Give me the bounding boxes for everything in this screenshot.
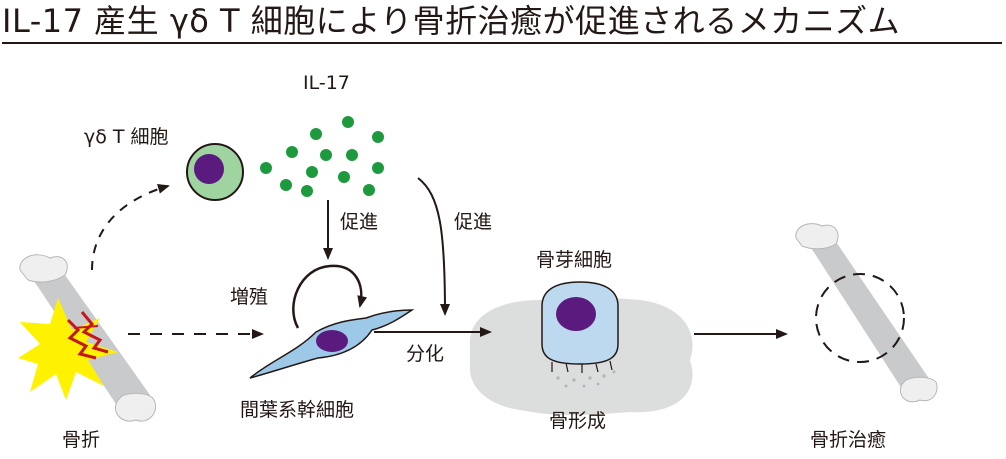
fracture-label: 骨折	[62, 429, 101, 451]
promote-label-right: 促進	[454, 211, 493, 233]
promote-label-left: 促進	[340, 211, 379, 233]
fracture-healing-label: 骨折治癒	[810, 429, 887, 451]
il17-dots	[260, 116, 384, 197]
diagram-title: IL-17 産生 γδ T 細胞により骨折治癒が促進されるメカニズム	[2, 2, 901, 40]
gd-t-cell-label: γδ T 細胞	[84, 126, 169, 148]
osteoblast-cell	[541, 281, 619, 388]
proliferation-label: 増殖	[230, 286, 269, 308]
differentiation-label: 分化	[406, 343, 445, 365]
proliferation-loop-arrow	[292, 264, 368, 329]
fracture-crack-mark	[66, 311, 109, 360]
osteoblast-label: 骨芽細胞	[536, 249, 613, 271]
title-underline	[2, 42, 1002, 44]
healed-bone	[795, 223, 938, 403]
gd-t-cell	[186, 143, 244, 201]
bone-formation-label: 骨形成	[549, 410, 607, 432]
arrow-fracture-to-gd-t-cell	[91, 184, 170, 271]
msc-label: 間葉系幹細胞	[240, 399, 355, 421]
title-block: IL-17 産生 γδ T 細胞により骨折治癒が促進されるメカニズム	[2, 0, 1006, 48]
il17-label: IL-17	[303, 72, 350, 94]
mesenchymal-stem-cell	[249, 309, 415, 379]
arrow-il17-to-differentiation	[417, 177, 450, 316]
